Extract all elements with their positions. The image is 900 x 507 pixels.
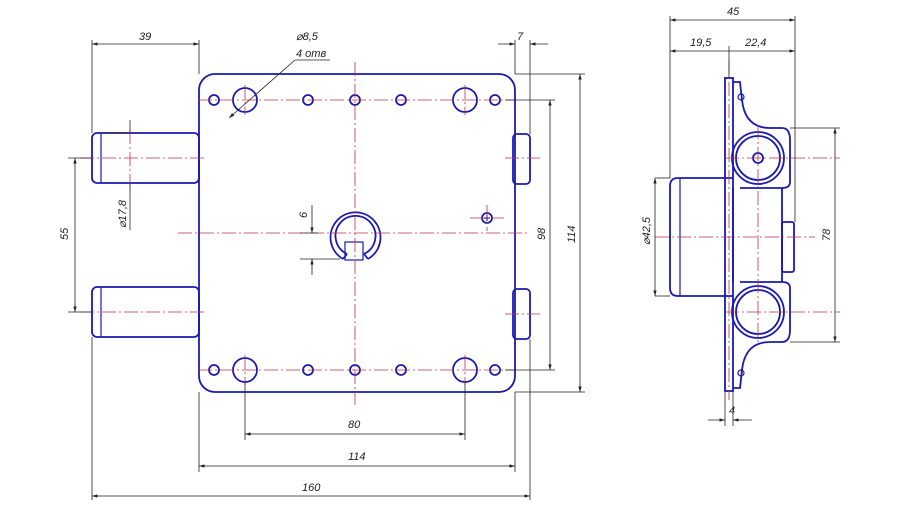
dim-bolt-spacing: 55 (59, 227, 71, 240)
lock-cylinder (669, 177, 733, 297)
upper-tab (512, 133, 531, 185)
dim-hole-spacing: 80 (348, 419, 361, 431)
dim-depth-right: 22,4 (744, 37, 766, 49)
dim-inner-height: 98 (536, 227, 548, 240)
dim-outer-height: 114 (566, 225, 578, 243)
side-pin (781, 221, 795, 273)
dim-bolt-diameter: ⌀17,8 (117, 199, 129, 228)
keyhole (329, 211, 382, 261)
left-bolts (91, 132, 200, 338)
upper-flange (733, 81, 791, 189)
dim-overall-width: 160 (302, 482, 321, 494)
lower-flange (733, 281, 791, 389)
dim-bolt-centers: 78 (821, 228, 833, 241)
dim-depth-left: 19,5 (690, 37, 712, 49)
dim-cylinder-diameter: ⌀42,5 (641, 216, 653, 245)
dim-key-offset: 6 (298, 211, 310, 218)
dim-plate-thickness: 4 (729, 405, 735, 417)
dim-total-depth: 45 (727, 6, 740, 18)
dim-bolt-offset: 39 (139, 31, 151, 43)
dim-edge-offset: 7 (517, 31, 524, 43)
dim-hole-count: 4 отв (296, 48, 326, 60)
dim-hole-diameter: ⌀8,5 (296, 31, 319, 43)
side-view: 45 19,5 22,4 ⌀42,5 78 4 (641, 6, 840, 426)
dim-body-width: 114 (348, 451, 366, 463)
front-view: 39 ⌀8,5 4 отв 7 55 ⌀17,8 6 98 114 80 114… (59, 31, 585, 500)
mounting-plate (724, 77, 734, 392)
